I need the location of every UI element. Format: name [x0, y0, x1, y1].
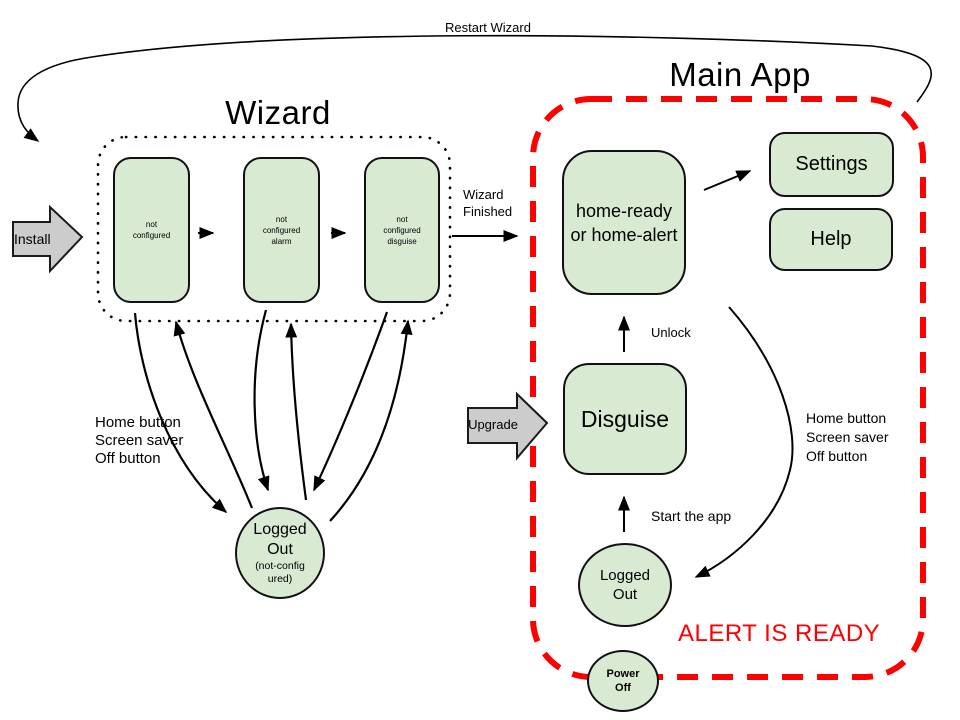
state-disguise: Disguise	[563, 363, 687, 475]
state-not-configured-alarm: not configured alarm	[243, 157, 320, 303]
edge-state2-loggedout	[253, 309, 270, 492]
label-line: or home-alert	[570, 224, 678, 245]
wizard-finished-label: Wizard Finished	[463, 186, 512, 220]
edge-loggedout-state1	[173, 320, 254, 509]
state-home-ready: home-ready or home-alert	[562, 150, 686, 295]
label-line: Off button	[95, 450, 161, 467]
label-line: ured)	[267, 573, 293, 585]
label-line: Screen saver	[806, 429, 889, 445]
edge-loggedout-state2	[285, 322, 308, 501]
install-arrow	[12, 204, 84, 274]
edge-state3-loggedout	[313, 311, 389, 492]
state-label: Help	[810, 228, 852, 250]
label-line: disguise	[387, 236, 417, 246]
edge-restart-wizard	[17, 34, 933, 142]
state-power-off: Power Off	[587, 650, 659, 712]
label-line: Logged	[599, 567, 651, 584]
state-label: not configured	[133, 219, 170, 241]
main-app-title: Main App	[669, 56, 811, 93]
state-label: Disguise	[580, 405, 670, 432]
label-line: configured	[383, 225, 421, 235]
label-line: alarm	[271, 236, 292, 246]
state-not-configured-disguise: not configured disguise	[364, 157, 440, 303]
label-line: home-ready	[575, 200, 673, 221]
wizard-exit-note: Home button Screen saver Off button	[95, 414, 183, 468]
state-label: Logged Out	[600, 566, 650, 604]
state-not-configured: not configured	[113, 157, 190, 303]
label-line: Home button	[95, 414, 181, 431]
state-label: Settings	[795, 153, 868, 175]
label-line: not	[145, 220, 158, 229]
unlock-label: Unlock	[651, 325, 691, 340]
label-line: Logged	[253, 521, 307, 538]
label-line: Out	[612, 586, 638, 603]
label-line: not	[396, 214, 408, 224]
upgrade-arrow-label: Upgrade	[468, 417, 518, 432]
main-app-boundary	[530, 96, 926, 680]
wizard-boundary	[96, 135, 452, 323]
label-line: Home button	[806, 410, 887, 426]
label-line: Off button	[806, 448, 868, 464]
edge-home-settings	[703, 170, 752, 191]
state-logged-out-wizard: Logged Out (not-config ured)	[235, 507, 325, 599]
install-arrow-label: Install	[14, 231, 51, 247]
wizard-title: Wizard	[225, 94, 331, 131]
label-line: Wizard	[463, 187, 504, 202]
label-line: Power	[606, 668, 640, 680]
edge-home-loggedout	[694, 306, 794, 578]
edge-state1-loggedout	[133, 312, 228, 513]
state-logged-out-main: Logged Out	[578, 543, 672, 627]
main-exit-note: Home button Screen saver Off button	[806, 409, 888, 466]
start-the-app-label: Start the app	[651, 508, 732, 524]
upgrade-arrow	[467, 391, 549, 461]
label-line: Screen saver	[95, 432, 184, 449]
state-label: Logged Out (not-config ured)	[253, 520, 306, 586]
edge-loggedout-state3	[329, 319, 413, 522]
state-settings: Settings	[769, 132, 894, 197]
label-line: (not-config	[255, 560, 305, 572]
state-label: not configured disguise	[383, 214, 420, 247]
label-line: Out	[267, 541, 293, 558]
label-line: configured	[132, 231, 171, 240]
state-label: not configured alarm	[263, 214, 300, 247]
label-line: Off	[615, 682, 631, 694]
alert-ready-banner: ALERT IS READY	[678, 620, 881, 647]
state-label: Power Off	[606, 667, 639, 695]
state-label: home-ready or home-alert	[570, 199, 677, 247]
restart-wizard-label: Restart Wizard	[445, 20, 531, 35]
label-line: not	[275, 214, 288, 224]
label-line: configured	[262, 225, 301, 235]
label-line: Finished	[463, 204, 513, 219]
state-help: Help	[769, 208, 893, 271]
